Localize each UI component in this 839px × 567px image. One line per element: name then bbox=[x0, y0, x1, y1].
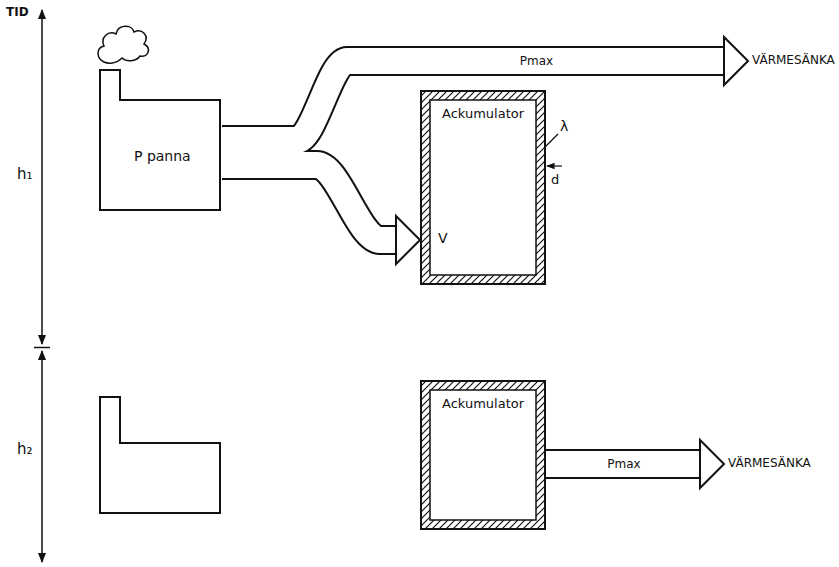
node-title: Ackumulator bbox=[442, 396, 524, 412]
dimension-label: d bbox=[551, 172, 559, 188]
arrow-head bbox=[724, 37, 748, 85]
accumulator: AckumulatorV bbox=[420, 90, 546, 285]
heat-sink: VÄRMESÄNKA bbox=[752, 52, 837, 70]
boiler-body bbox=[100, 70, 220, 210]
tank-interior bbox=[430, 390, 536, 520]
axis-label: TID bbox=[6, 4, 29, 20]
flow-arrow-fill bbox=[546, 451, 702, 477]
arrow-head bbox=[396, 216, 420, 264]
node-title: P panna bbox=[134, 148, 191, 164]
arrow-head bbox=[700, 440, 724, 488]
power-label: Pmax bbox=[518, 54, 555, 68]
boiler-outline bbox=[98, 30, 222, 212]
boiler-idle bbox=[100, 397, 220, 513]
smoke-cloud bbox=[98, 26, 148, 63]
node-symbol: V bbox=[438, 230, 448, 246]
period-label: h₁ bbox=[17, 166, 33, 182]
time-axis bbox=[34, 10, 50, 562]
flow-arrow bbox=[222, 165, 398, 240]
period-label: h₂ bbox=[17, 441, 33, 457]
insulation bbox=[421, 381, 545, 529]
node-title: VÄRMESÄNKA bbox=[728, 455, 811, 471]
conductivity-symbol: λ bbox=[560, 118, 568, 134]
tank-interior bbox=[430, 100, 536, 275]
node-title: Ackumulator bbox=[442, 106, 524, 122]
arrow-fills bbox=[222, 61, 726, 464]
power-label: Pmax bbox=[605, 457, 642, 471]
accumulator: Ackumulator bbox=[420, 380, 546, 530]
arrow-outlines bbox=[222, 61, 726, 464]
heat-sink: VÄRMESÄNKA bbox=[728, 455, 813, 473]
node-title: VÄRMESÄNKA bbox=[752, 52, 835, 68]
flow-arrow bbox=[546, 449, 702, 479]
boiler: P panna bbox=[98, 30, 222, 212]
insulation bbox=[421, 91, 545, 284]
flow-arrow-fill bbox=[222, 165, 398, 240]
